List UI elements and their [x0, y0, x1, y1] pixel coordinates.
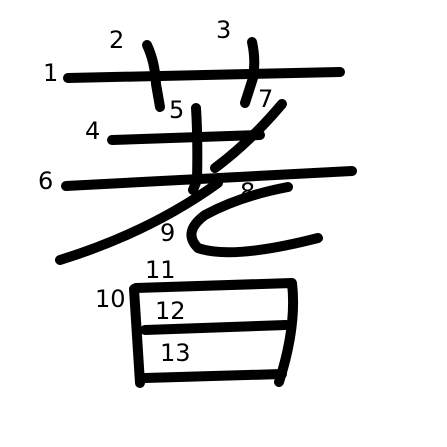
stroke-8 [186, 182, 323, 258]
stroke-4 [107, 130, 265, 145]
stroke-7 [210, 99, 287, 173]
stroke-3 [240, 37, 260, 108]
stroke-6 [61, 166, 357, 191]
stroke-2 [142, 40, 165, 112]
stroke-13 [140, 369, 287, 383]
stroke-number-7: 7 [258, 85, 273, 113]
stroke-number-12: 12 [155, 297, 186, 325]
stroke-1 [63, 67, 345, 83]
stroke-number-3: 3 [216, 16, 231, 44]
strokes-group [55, 37, 357, 388]
stroke-12 [140, 320, 291, 335]
stroke-9 [55, 178, 223, 265]
stroke-10 [129, 284, 145, 388]
stroke-number-9: 9 [160, 219, 175, 247]
stroke-number-5: 5 [169, 96, 184, 124]
stroke-number-2: 2 [109, 26, 124, 54]
stroke-number-10: 10 [95, 285, 126, 313]
stroke-11 [131, 278, 299, 387]
stroke-number-11: 11 [145, 256, 176, 284]
stroke-number-1: 1 [43, 59, 58, 87]
stroke-number-6: 6 [38, 167, 53, 195]
stroke-number-8: 8 [240, 178, 255, 206]
stroke-number-13: 13 [160, 339, 191, 367]
stroke-number-4: 4 [85, 117, 100, 145]
stroke-number-labels: 1 2 3 4 5 6 7 8 9 10 11 12 13 [38, 16, 273, 367]
